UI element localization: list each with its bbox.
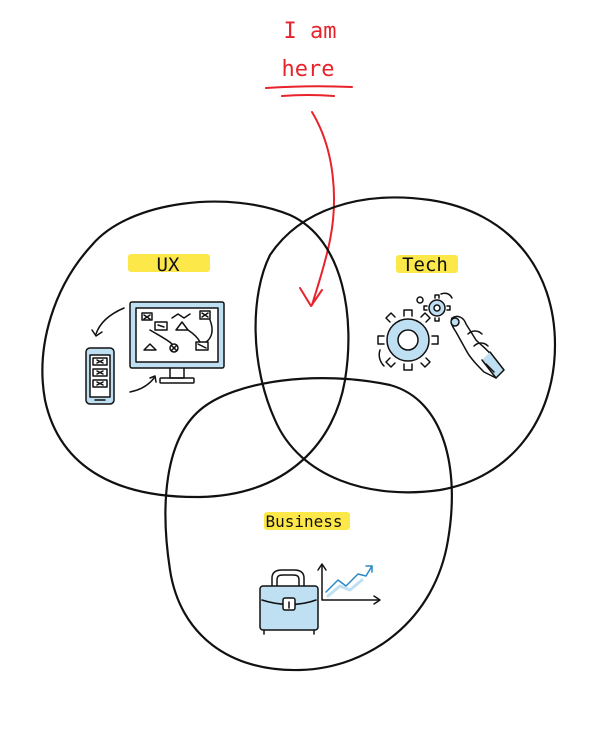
ux-label: UX — [157, 254, 180, 276]
annotation-arrow-head — [299, 287, 323, 307]
ux-label-highlight — [128, 254, 210, 272]
ux-circle — [41, 200, 350, 499]
tech-label-group: Tech — [396, 254, 458, 276]
annotation-arrow-shaft — [311, 111, 335, 306]
wireframe-monitor-phone-icon — [85, 301, 225, 405]
briefcase-growth-chart-icon — [259, 563, 381, 635]
annotation-line-1: I am — [284, 19, 337, 44]
tech-label-highlight — [396, 255, 458, 273]
business-label-highlight — [264, 512, 350, 530]
venn-circles — [41, 196, 557, 672]
business-label-group: Business — [264, 512, 350, 531]
annotation-underline-2 — [281, 94, 335, 97]
business-circle — [164, 377, 453, 672]
business-label: Business — [265, 512, 342, 531]
ux-label-group: UX — [128, 254, 210, 276]
large-gear-icon — [377, 309, 439, 371]
annotation-line-2: here — [282, 57, 335, 82]
annotation-underline-1 — [265, 85, 353, 89]
gears-hand-icon — [377, 292, 505, 379]
small-gear-icon — [423, 294, 451, 322]
i-am-here-annotation: I am here — [265, 19, 353, 307]
tech-circle — [254, 196, 557, 494]
tech-label: Tech — [402, 254, 448, 276]
